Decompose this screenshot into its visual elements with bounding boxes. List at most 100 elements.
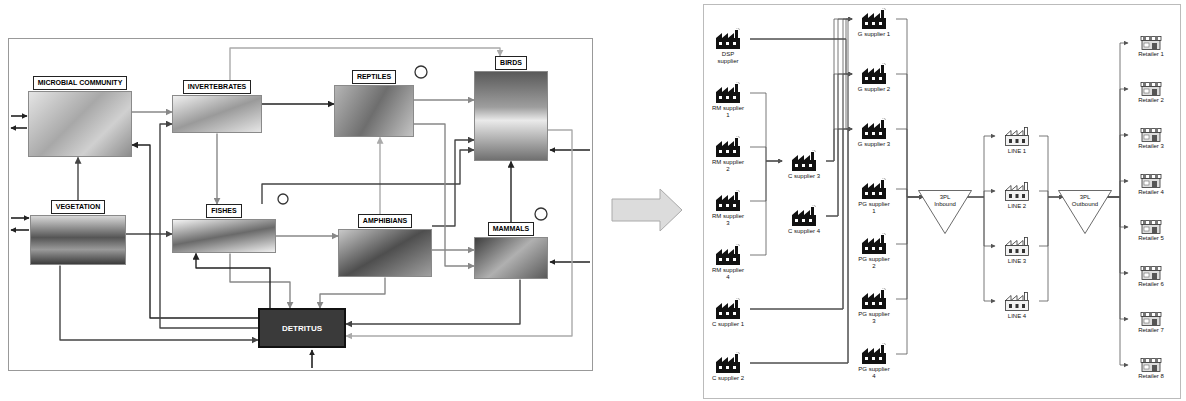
icon-part [736,28,739,30]
factory-icon [715,190,741,212]
icon-part [1149,313,1152,317]
icon-part [882,288,885,290]
icon-part [881,65,884,73]
icon-part [792,155,810,160]
icon-part [1016,139,1019,143]
connector [750,129,852,309]
icon-part [865,302,868,305]
organism-picture [172,219,276,253]
icon-part [862,183,880,188]
icon-part [716,308,740,319]
organism-label: MAMMALS [488,222,535,236]
connector [1107,135,1128,197]
organism-label: FISHES [206,204,241,218]
icon-part [1142,225,1160,234]
icon-part [735,192,738,200]
supplier-node: DSP supplier [706,28,750,65]
connector [1107,197,1128,365]
icon-part [879,22,882,25]
organism-node: FISHES [172,204,276,253]
icon-part [865,77,868,80]
icon-part [726,150,729,153]
icon-part [719,42,722,45]
icon-holder [852,118,896,140]
icon-part [879,132,882,135]
supplier-node: PG supplier 4 [852,343,896,380]
icon-part [735,246,738,254]
icon-holder [706,352,750,374]
icon-part [881,290,884,298]
store-icon [1140,82,1162,96]
self-loop [535,208,547,220]
icon-part [1143,129,1146,133]
icon-part [1149,359,1152,363]
node-label: LINE 2 [1000,203,1034,210]
icon-part [862,293,880,298]
icon-part [872,192,875,195]
node-label: RM supplier 1 [711,105,745,119]
icon-part [879,302,882,305]
connector [320,277,385,308]
icon-part [726,96,729,99]
icon-part [862,123,880,128]
organism-label: AMPHIBIANS [358,214,412,228]
icon-part [1149,129,1152,133]
icon-part [716,87,734,92]
production-line: LINE 4 [995,290,1039,320]
icon-part [862,348,880,353]
icon-holder [706,82,750,104]
supplier-node: C supplier 1 [706,298,750,328]
node-label: LINE 1 [1000,148,1034,155]
icon-part [879,77,882,80]
icon-part [735,138,738,146]
triangle-label: 3PL Outbound [1070,194,1100,208]
icon-part [1143,83,1146,87]
icon-part [862,18,886,29]
icon-part [733,96,736,99]
node-label: LINE 4 [1000,313,1034,320]
node-label: Retailer 7 [1129,327,1173,334]
icon-part [1152,89,1157,96]
icon-part [1155,359,1158,363]
connector [750,93,782,161]
input-arrow [550,149,590,150]
node-label: C supplier 3 [787,173,821,180]
icon-part [726,312,729,315]
icon-part [735,30,738,38]
icon-part [716,146,740,157]
icon-part [882,8,885,10]
icon-part [1144,273,1149,277]
connector [750,74,852,363]
icon-holder [706,244,750,266]
factory-icon [861,343,887,365]
label-row: VEGETATION [30,200,126,214]
icon-part [1016,249,1019,253]
connector [967,191,995,197]
icon-part [1006,186,1024,191]
icon-part [812,205,815,207]
node-label: RM supplier 2 [711,159,745,173]
icon-part [716,249,734,254]
self-loop [278,194,288,204]
node-label: PG supplier 1 [857,201,891,215]
icon-part [726,258,729,261]
icon-holder [852,343,896,365]
supplier-node: C supplier 4 [782,205,826,235]
icon-part [1141,83,1161,87]
icon-holder [1128,82,1174,96]
icon-holder [782,205,826,227]
detritus-box: DETRITUS [258,308,346,348]
connector [432,140,474,226]
connector [826,74,852,216]
node-label: G supplier 2 [857,86,891,93]
icon-part [719,150,722,153]
icon-part [881,10,884,18]
icon-part [879,192,882,195]
icon-part [1155,313,1158,317]
node-label: PG supplier 2 [857,256,891,270]
icon-holder [995,180,1039,202]
retailer-node: Retailer 3 [1128,128,1174,150]
connector [1107,181,1128,197]
